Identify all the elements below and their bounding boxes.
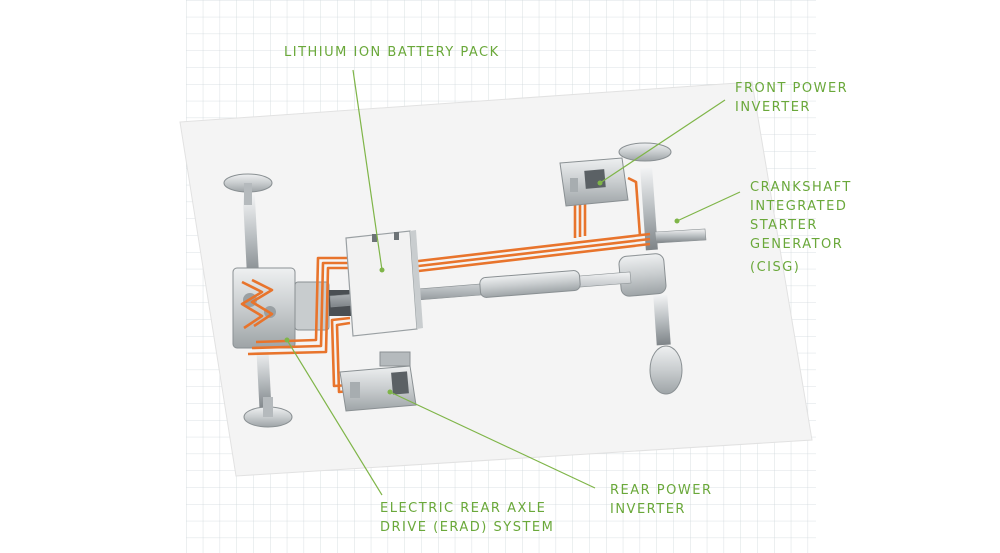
front-inverter xyxy=(559,157,629,207)
cisg-label: CRANKSHAFT INTEGRATED STARTER GENERATOR … xyxy=(750,180,857,275)
erad-label: ELECTRIC REAR AXLE DRIVE (ERAD) SYSTEM xyxy=(380,501,554,535)
crankshaft-stub xyxy=(654,228,707,244)
leader-dots xyxy=(284,180,680,395)
battery-label: LITHIUM ION BATTERY PACK xyxy=(284,45,500,60)
rear-inverter xyxy=(339,351,417,412)
front-inverter-label: FRONT POWER INVERTER xyxy=(735,81,854,115)
rear-axle xyxy=(223,173,293,428)
battery-pack xyxy=(345,230,423,337)
rear-inverter-label: REAR POWER INVERTER xyxy=(610,483,718,517)
leader-lines xyxy=(286,69,741,496)
